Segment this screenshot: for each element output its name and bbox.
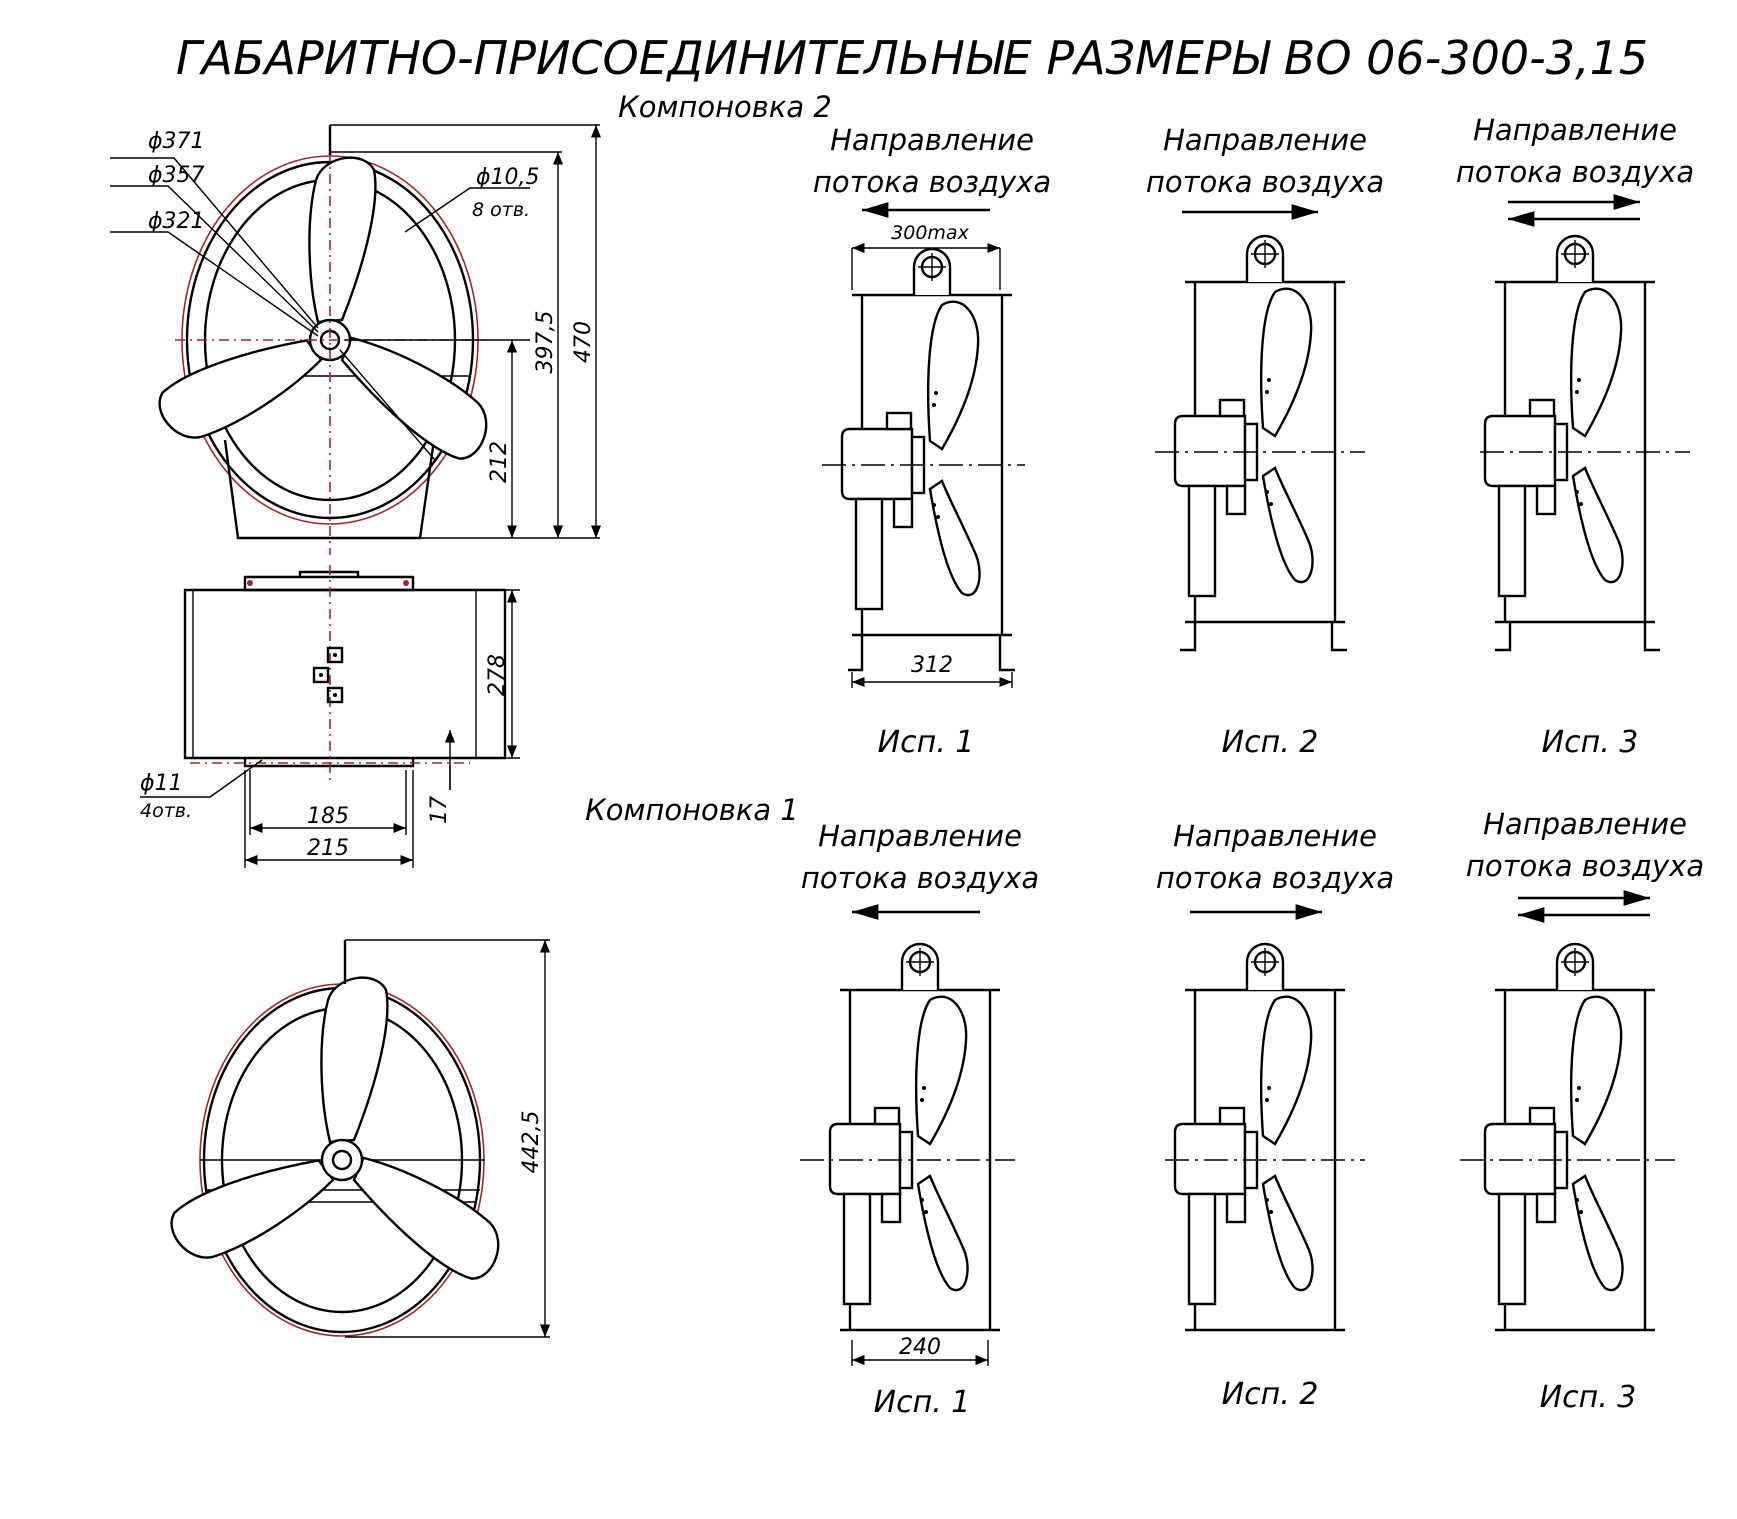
variant-label-top-1: Исп. 1 bbox=[878, 725, 975, 760]
layout-1-front-view bbox=[162, 939, 551, 1338]
dim-300max: 300max bbox=[891, 222, 969, 244]
dim-212: 212 bbox=[487, 441, 512, 483]
airflow-label-bottom-2-line1: Направление bbox=[1173, 819, 1377, 853]
airflow-label-top-3-line1: Направление bbox=[1473, 113, 1677, 147]
dim-278: 278 bbox=[485, 654, 510, 696]
airflow-label-top-2-line2: потока воздуха bbox=[1146, 165, 1384, 199]
airflow-label-top-1-line2: потока воздуха bbox=[813, 165, 1051, 199]
dim-d321: ϕ321 bbox=[148, 209, 205, 234]
dim-hole-diameter: ϕ10,5 bbox=[476, 165, 540, 190]
airflow-label-bottom-2-line2: потока воздуха bbox=[1156, 861, 1394, 895]
side-view-bottom-isp1 bbox=[800, 942, 1015, 1366]
layout-2-top-view bbox=[140, 565, 520, 868]
variant-label-bottom-2: Исп. 2 bbox=[1222, 1377, 1319, 1412]
variant-label-top-2: Исп. 2 bbox=[1222, 725, 1319, 760]
layout-2-label: Компоновка 2 bbox=[618, 90, 832, 124]
dim-470: 470 bbox=[571, 321, 596, 363]
dim-d357: ϕ357 bbox=[148, 163, 205, 188]
side-view-top-isp2 bbox=[1155, 234, 1365, 652]
dim-hole-count: 8 отв. bbox=[472, 199, 530, 221]
side-view-top-isp1 bbox=[822, 242, 1025, 688]
airflow-label-bottom-3-line1: Направление bbox=[1483, 807, 1687, 841]
dim-442: 442,5 bbox=[519, 1111, 544, 1174]
dim-397: 397,5 bbox=[533, 311, 558, 374]
dim-240: 240 bbox=[899, 1335, 941, 1360]
dim-d371: ϕ371 bbox=[148, 129, 205, 154]
airflow-label-bottom-3-line2: потока воздуха bbox=[1466, 849, 1704, 883]
airflow-label-bottom-1-line2: потока воздуха bbox=[801, 861, 1039, 895]
dim-foot-count: 4отв. bbox=[140, 800, 192, 822]
side-view-bottom-isp3 bbox=[1460, 942, 1675, 1332]
drawing-title: ГАБАРИТНО-ПРИСОЕДИНИТЕЛЬНЫЕ РАЗМЕРЫ ВО 0… bbox=[176, 31, 1648, 85]
variant-label-bottom-3: Исп. 3 bbox=[1540, 1380, 1637, 1415]
airflow-label-top-1-line1: Направление bbox=[830, 123, 1034, 157]
side-view-top-isp3 bbox=[1480, 234, 1690, 652]
dim-foot-diameter: ϕ11 bbox=[140, 771, 183, 796]
variant-label-top-3: Исп. 3 bbox=[1542, 725, 1639, 760]
airflow-label-top-2-line1: Направление bbox=[1163, 123, 1367, 157]
variant-label-bottom-1: Исп. 1 bbox=[874, 1385, 971, 1420]
dim-312: 312 bbox=[911, 653, 953, 678]
side-view-bottom-isp2 bbox=[1165, 942, 1365, 1332]
airflow-label-top-3-line2: потока воздуха bbox=[1456, 155, 1694, 189]
dim-17: 17 bbox=[427, 796, 452, 824]
airflow-label-bottom-1-line1: Направление bbox=[818, 819, 1022, 853]
dim-215: 215 bbox=[307, 836, 349, 861]
layout-2-front-view bbox=[110, 124, 602, 555]
dim-185: 185 bbox=[307, 804, 349, 829]
layout-1-label: Компоновка 1 bbox=[585, 793, 799, 827]
